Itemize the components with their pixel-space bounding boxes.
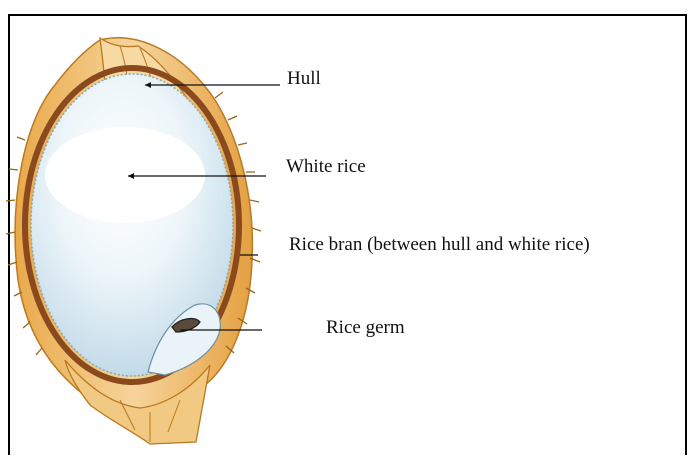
white-rice-highlight <box>45 127 205 223</box>
white-rice-label: White rice <box>286 157 366 176</box>
hull-label: Hull <box>287 69 321 88</box>
rice-bran-label: Rice bran (between hull and white rice) <box>289 235 590 254</box>
rice-germ-label: Rice germ <box>326 318 405 337</box>
